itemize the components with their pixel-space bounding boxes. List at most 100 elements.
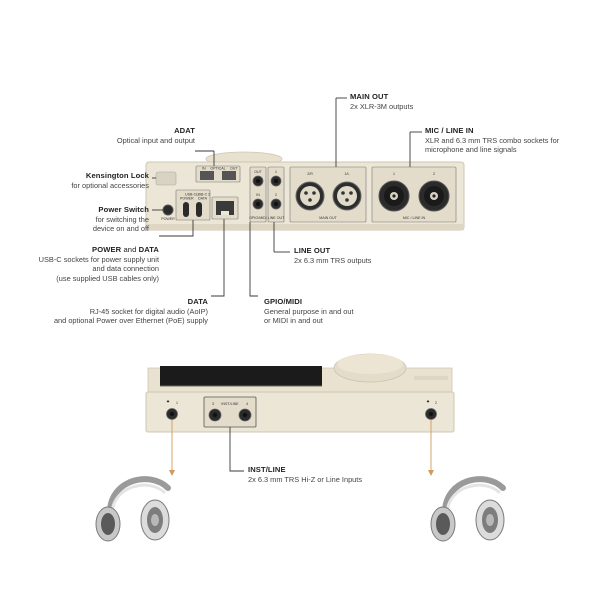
callout-gpio-title: GPIO/MIDI (264, 297, 303, 306)
callout-gpio-desc-1: General purpose in and out (264, 306, 354, 316)
adat-in-label: IN (202, 167, 206, 171)
gpio-out-jack-center (256, 179, 260, 183)
callout-adat-title: ADAT (174, 126, 195, 135)
xlr-out-2-pin-a (341, 191, 345, 195)
hp2-glyph: ⚭ (426, 399, 430, 404)
callout-power-data: POWER and DATA USB-C sockets for power s… (0, 245, 159, 283)
callout-power-switch-desc-2: device on and off (92, 224, 149, 234)
hp-left-cup-b-hub (151, 514, 159, 526)
lineout-jack-1-center (274, 179, 278, 183)
callout-mainout: MAIN OUT 2x XLR-3M outputs (350, 92, 490, 111)
headphones-left (95, 476, 171, 542)
kensington-lock (155, 171, 177, 186)
callout-kensington: Kensington Lock for optional accessories (9, 171, 149, 190)
rear-panel-foot (146, 224, 464, 230)
lineout-block-label: LINE OUT (268, 216, 285, 220)
combo-in-2-trs-hole (432, 194, 436, 198)
power-switch (162, 204, 174, 216)
leader-data (211, 219, 225, 297)
callout-micin: MIC / LINE IN XLR and 6.3 mm TRS combo s… (425, 126, 595, 155)
xlr-out-1-pin-a (304, 191, 308, 195)
usb-data-label: DATA (198, 197, 208, 201)
hp-left-band-outer (107, 476, 171, 515)
callout-lineout-desc-1: 2x 6.3 mm TRS outputs (294, 255, 372, 265)
adat-optical-label: OPTICAL (210, 167, 225, 171)
callout-inst-desc-1: 2x 6.3 mm TRS Hi-Z or Line Inputs (248, 474, 363, 484)
front-device: ⚭ 1 3 INST/LINE 4 ⚭ 2 (145, 353, 455, 433)
headphone-jack-1-center (170, 412, 174, 416)
mainout-l-label: 2/R (307, 172, 313, 176)
callout-power-data-title: POWER and DATA (0, 245, 159, 255)
usb-c-port-2 (196, 202, 202, 217)
callout-adat-desc-1: Optical input and output (116, 135, 195, 145)
mainout-r-label: 1/L (345, 172, 350, 176)
adat-in-port (200, 171, 214, 180)
gpio-in-label: IN (256, 193, 260, 197)
usb1-label: USB-C 1 (185, 193, 199, 197)
rear-device: POWER IN OPTICAL OUT USB-C 1 USB-C 2 POW… (145, 151, 465, 231)
headphone-jack-2-center (429, 412, 433, 416)
xlr-out-1-face (300, 186, 320, 206)
leader-inst (229, 427, 244, 472)
inst-jack-4-center (242, 412, 248, 418)
power-switch-label: POWER (161, 217, 175, 221)
callout-data-desc-2: and optional Power over Ethernet (PoE) s… (53, 316, 208, 326)
hp-right-band-outer (442, 476, 506, 515)
inst-jack-3-center (212, 412, 218, 418)
callout-power-data-title-b: DATA (138, 245, 159, 254)
front-screen (160, 366, 322, 386)
adat-out-port (222, 171, 236, 180)
leader-power-data (159, 220, 194, 237)
xlr-out-2-face (337, 186, 357, 206)
inst-4-label: 4 (246, 402, 248, 406)
callout-power-data-desc-1: USB-C sockets for power supply unit (38, 254, 159, 264)
hp-right-band-inner (445, 483, 501, 514)
callout-micin-title: MIC / LINE IN (425, 126, 474, 135)
callout-data-title: DATA (187, 297, 208, 306)
callout-mainout-title: MAIN OUT (350, 92, 389, 101)
gpio-out-label: OUT (254, 170, 262, 174)
callout-power-data-desc-3: (use supplied USB cables only) (56, 273, 159, 283)
callout-data: DATA RJ-45 socket for digital audio (AoI… (0, 297, 208, 326)
usb-power-label: POWER (180, 197, 194, 201)
hp-left-cup-a-pad (101, 513, 115, 535)
hp-left-band-inner (110, 483, 166, 514)
callout-inst-title: INST/LINE (248, 465, 286, 474)
gpio-in-jack-center (256, 202, 260, 206)
headphones-right (430, 476, 506, 542)
hp2-arrow (428, 470, 434, 476)
usb2-label: USB-C 2 (196, 193, 210, 197)
front-leader-lines (169, 420, 434, 476)
lineout-1-label: 1 (275, 170, 277, 174)
hp1-number: 1 (176, 401, 178, 405)
callout-inst: INST/LINE 2x 6.3 mm TRS Hi-Z or Line Inp… (248, 465, 418, 484)
hp1-arrow (169, 470, 175, 476)
front-top-slot (414, 376, 448, 380)
lineout-jack-2-center (274, 202, 278, 206)
callout-data-desc-1: RJ-45 socket for digital audio (AoIP) (89, 306, 208, 316)
xlr-out-2-pin-b (349, 191, 353, 195)
callout-lineout-title: LINE OUT (294, 246, 331, 255)
leader-gpio (249, 222, 258, 297)
lineout-2-label: 2 (275, 193, 277, 197)
callout-lineout: LINE OUT 2x 6.3 mm TRS outputs (294, 246, 434, 265)
callout-power-data-desc-2: and data connection (92, 264, 159, 274)
callout-micin-desc-1: XLR and 6.3 mm TRS combo sockets for (425, 135, 560, 145)
callout-gpio: GPIO/MIDI General purpose in and out or … (264, 297, 404, 326)
callout-power-switch: Power Switch for switching the device on… (9, 205, 149, 234)
callout-kensington-title: Kensington Lock (85, 171, 149, 180)
rj45-clip (221, 211, 229, 215)
rj45-port (216, 201, 234, 215)
hp-right-cup-a-pad (436, 513, 450, 535)
callout-micin-desc-2: microphone and line signals (425, 145, 517, 155)
front-knob-top (337, 354, 403, 374)
micin-1-label: 1 (393, 172, 395, 176)
xlr-out-1-pin-c (308, 198, 312, 202)
micin-block-label: MIC / LINE IN (403, 216, 426, 220)
callout-gpio-desc-2: or MIDI in and out (264, 316, 323, 326)
micin-2-label: 2 (433, 172, 435, 176)
callout-power-switch-desc-1: for switching the (95, 214, 149, 224)
hp-right-cup-b-hub (486, 514, 494, 526)
front-panel (145, 391, 455, 433)
